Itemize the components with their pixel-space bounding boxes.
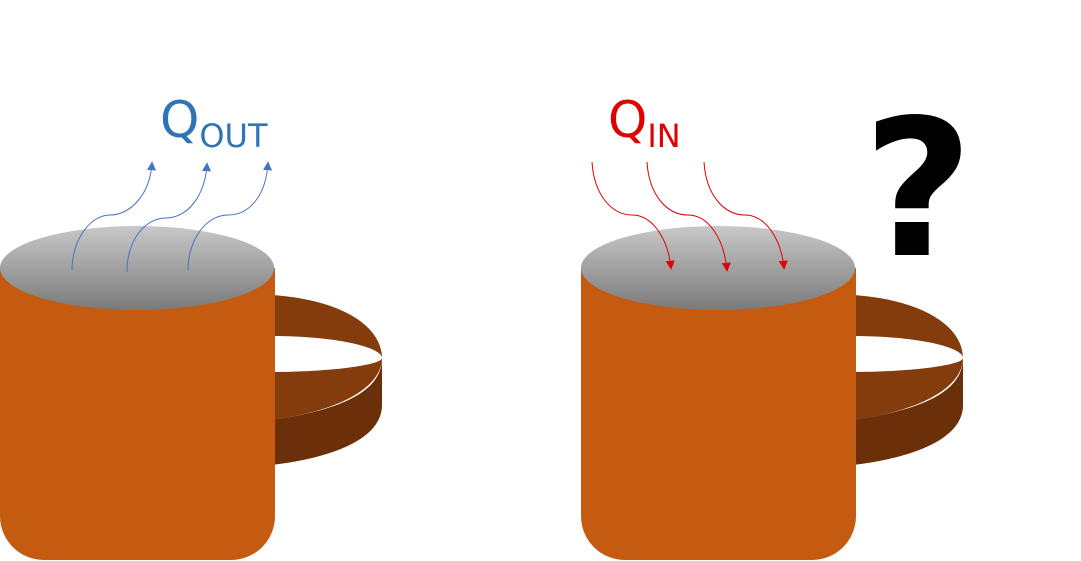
mug-right-liquid (581, 226, 855, 310)
mug-left-liquid (0, 226, 274, 310)
mug-right-handle-lower (853, 358, 963, 465)
mug-left: QOUT (0, 91, 382, 560)
heat-in-arrow-1 (591, 161, 675, 270)
mug-left-handle-lower (272, 358, 382, 465)
q-in-main: Q (608, 91, 647, 149)
mug-right: QIN (581, 91, 963, 560)
mug-left-body (0, 268, 275, 560)
heat-in-arrow-2 (646, 161, 731, 272)
q-out-label: QOUT (160, 91, 268, 155)
heat-out-arrow-3 (187, 161, 273, 271)
mug-right-handle-upper (853, 295, 963, 420)
heat-in-arrow-3 (703, 161, 788, 270)
q-out-sub: OUT (199, 117, 268, 155)
q-out-main: Q (160, 91, 199, 149)
mug-right-handle (853, 295, 963, 465)
q-in-sub: IN (647, 117, 680, 155)
q-in-label: QIN (608, 91, 681, 155)
mug-left-handle-upper (272, 295, 382, 420)
heat-out-arrow-2 (126, 162, 212, 273)
question-mark: ? (863, 79, 973, 300)
heat-out-arrow-1 (71, 161, 157, 271)
heat-in-arrows (591, 161, 788, 272)
mug-left-handle (272, 295, 382, 465)
mug-right-body (581, 268, 856, 560)
heat-out-arrows (71, 161, 273, 273)
